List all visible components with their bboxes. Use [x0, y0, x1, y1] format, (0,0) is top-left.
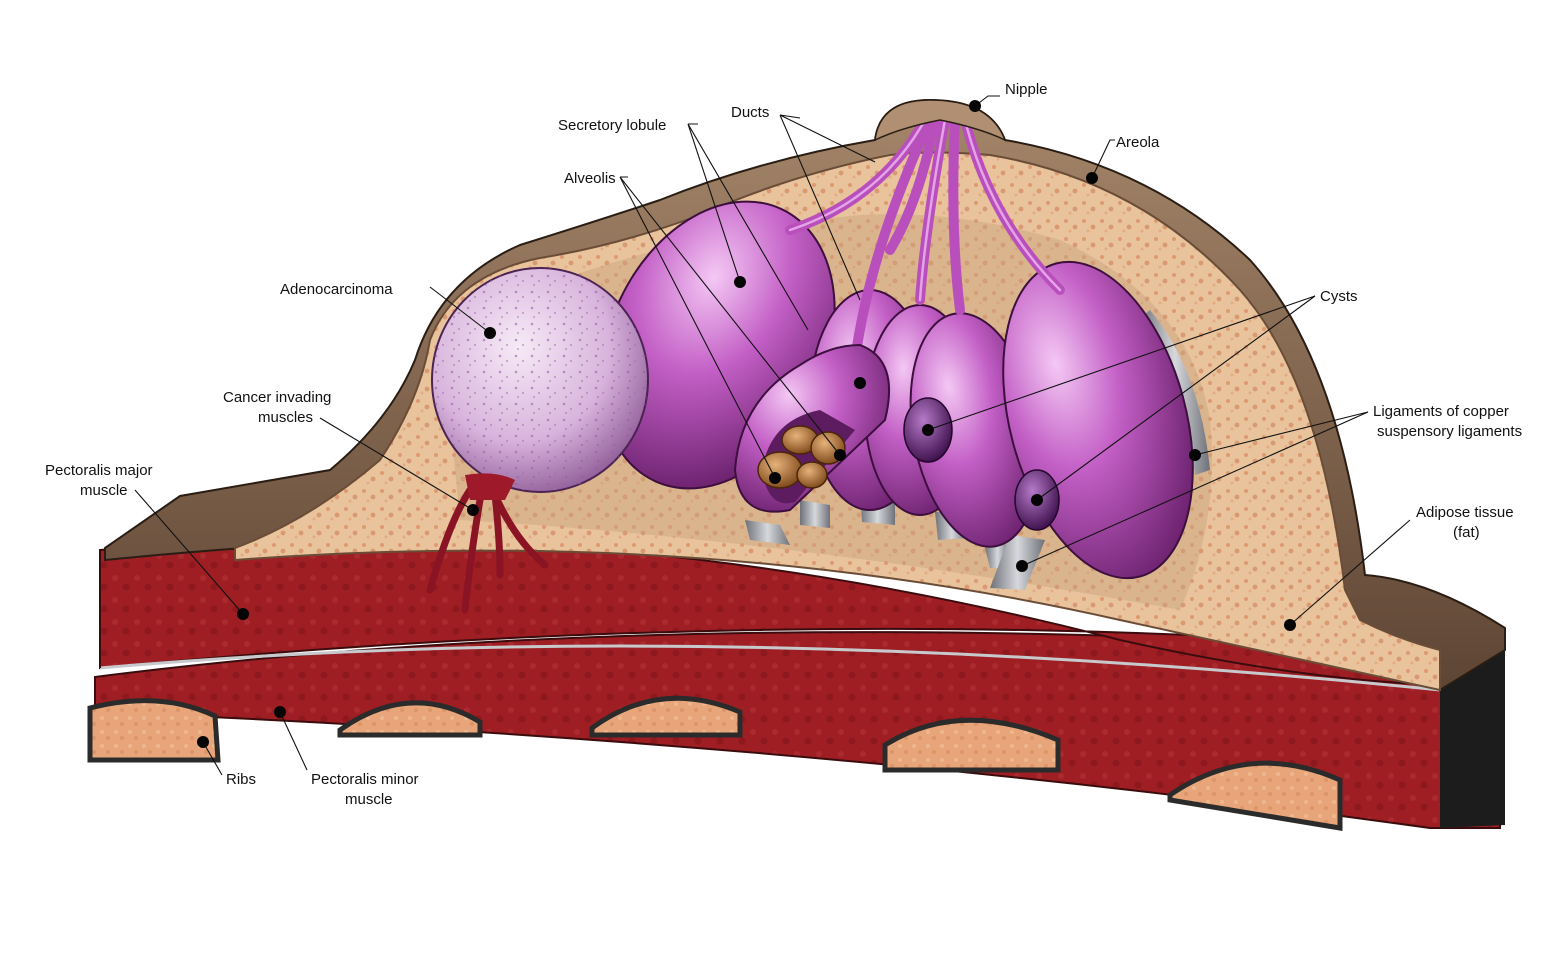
adenocarcinoma — [426, 267, 649, 614]
label-adipose-1: Adipose tissue — [1416, 504, 1514, 521]
duct-highlights — [788, 118, 1062, 302]
label-secretory-lobule: Secretory lobule — [558, 117, 666, 134]
label-pectoralis-minor-2: muscle — [345, 791, 393, 808]
leader-lines — [134, 95, 1411, 776]
label-pectoralis-minor-1: Pectoralis minor — [311, 771, 419, 788]
rib-5 — [1167, 760, 1343, 831]
label-cysts: Cysts — [1320, 288, 1358, 305]
ribs — [87, 695, 1343, 831]
label-cancer-invading-2: muscles — [258, 409, 313, 426]
ligament-7 — [1140, 310, 1210, 475]
label-ribs: Ribs — [226, 771, 256, 788]
label-pectoralis-major-2: muscle — [80, 482, 128, 499]
label-adipose-2: (fat) — [1453, 524, 1480, 541]
rib-1 — [87, 698, 221, 763]
rib-4 — [882, 717, 1061, 773]
label-areola: Areola — [1116, 134, 1160, 151]
rib-3 — [589, 695, 743, 738]
label-ligaments-2: suspensory ligaments — [1377, 423, 1522, 440]
rib-2 — [337, 700, 483, 738]
pointer-dots — [197, 100, 1296, 748]
pectoralis-minor-muscle — [94, 631, 1505, 829]
alveoli — [757, 425, 846, 489]
label-cancer-invading-1: Cancer invading — [223, 389, 331, 406]
label-alveolis: Alveolis — [564, 170, 616, 187]
ligament-1 — [745, 520, 790, 545]
label-ducts: Ducts — [731, 104, 769, 121]
opened-lobule — [733, 343, 891, 513]
labels: Nipple Areola Ducts Secretory lobule Alv… — [45, 81, 1522, 808]
ligament-2 — [800, 500, 830, 528]
label-nipple: Nipple — [1005, 81, 1048, 98]
label-adenocarcinoma: Adenocarcinoma — [280, 281, 393, 298]
label-pectoralis-major-1: Pectoralis major — [45, 462, 153, 479]
label-ligaments-1: Ligaments of copper — [1373, 403, 1509, 420]
